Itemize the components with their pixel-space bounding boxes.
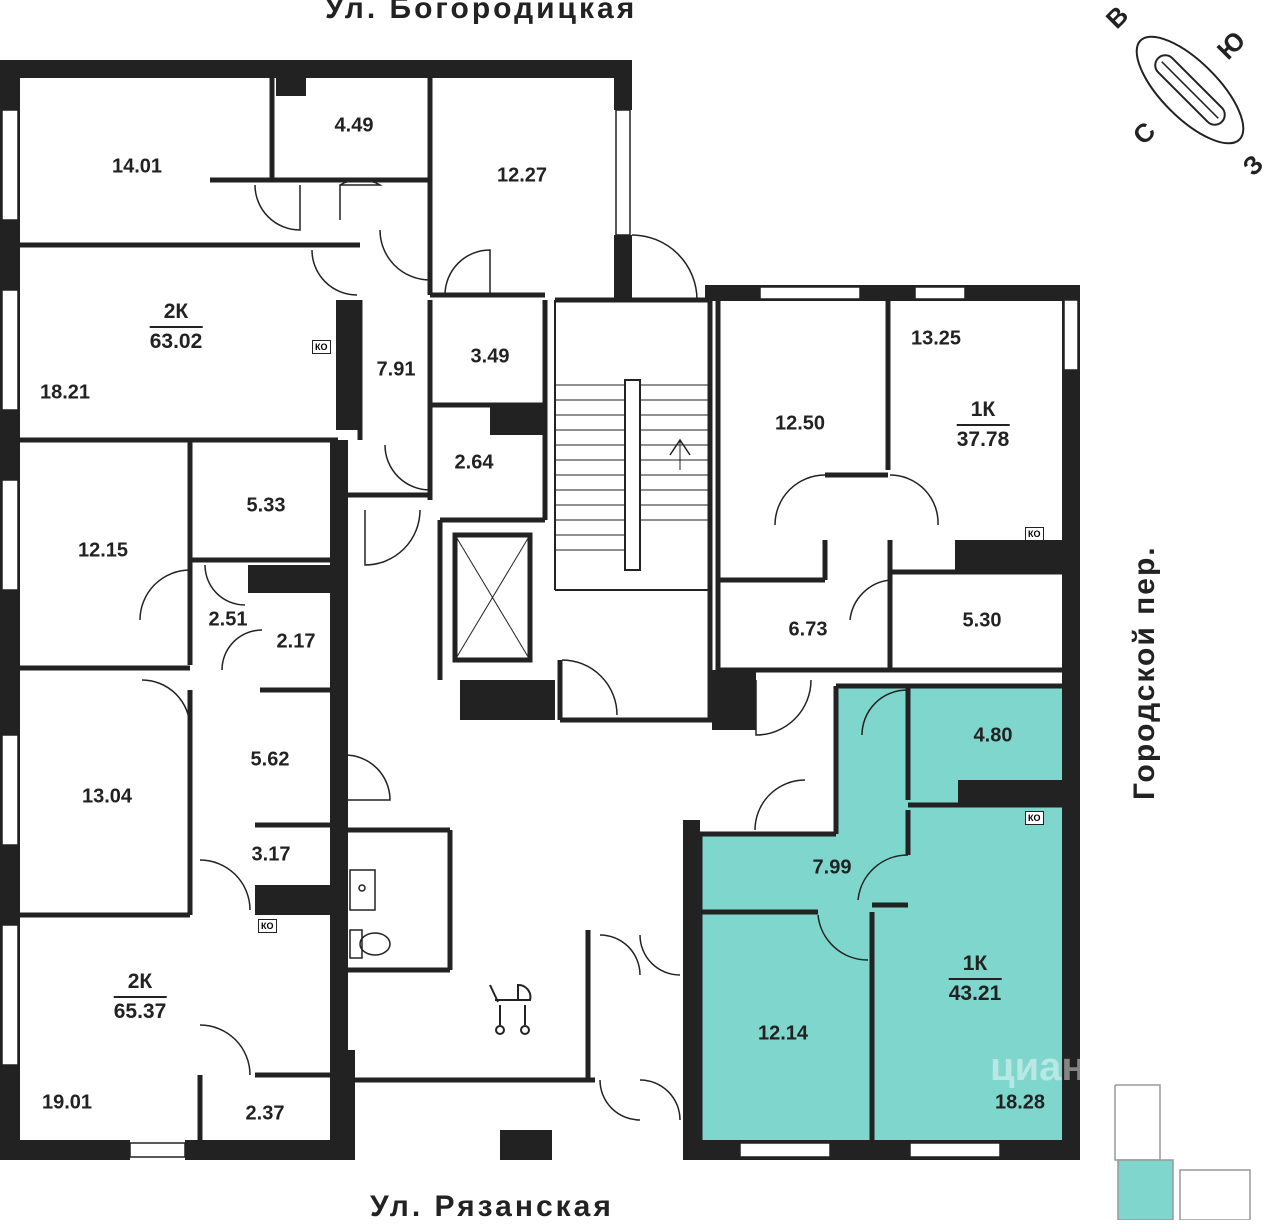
room-area: 12.14	[757, 1022, 809, 1045]
apartment-type: 2К	[113, 970, 167, 998]
stair-steps	[555, 379, 710, 571]
room-area: 2.17	[276, 630, 316, 653]
ko-marker: КО	[312, 340, 331, 354]
room-area: 2.64	[454, 451, 494, 474]
room-area: 5.62	[250, 748, 290, 771]
room-area: 18.21	[39, 381, 91, 404]
door-swings	[139, 178, 939, 1121]
key-map	[1114, 1084, 1251, 1220]
room-area: 5.33	[246, 494, 286, 517]
room-area: 14.01	[111, 155, 163, 178]
room-area: 2.51	[208, 608, 248, 631]
bathroom-fixtures	[349, 869, 391, 959]
windows	[1, 109, 1079, 1158]
room-area: 3.49	[470, 345, 510, 368]
street-bottom-label: Ул. Рязанская	[370, 1190, 614, 1223]
watermark: циан	[990, 1045, 1086, 1089]
room-area: 12.27	[496, 164, 548, 187]
apartment-label[interactable]: 2К 65.37	[113, 970, 167, 1024]
ko-marker: КО	[258, 919, 277, 933]
ko-marker: КО	[1025, 811, 1044, 825]
apartment-total: 43.21	[948, 982, 1002, 1005]
apartment-label[interactable]: 1К 37.78	[956, 398, 1010, 452]
room-area: 13.04	[81, 785, 133, 808]
apartment-type: 1К	[948, 952, 1002, 980]
room-area: 19.01	[41, 1091, 93, 1114]
stroller-icon	[489, 983, 532, 1035]
room-area: 4.80	[973, 724, 1013, 747]
room-area: 7.91	[376, 358, 416, 381]
ko-marker: КО	[1025, 527, 1044, 541]
compass-icon	[1135, 35, 1245, 145]
exterior-walls	[0, 60, 1080, 1160]
room-area: 5.30	[962, 609, 1002, 632]
street-top-label: Ул. Богородицкая	[325, 0, 638, 25]
room-area: 3.17	[251, 843, 291, 866]
apartment-label[interactable]: 1К 43.21	[948, 952, 1002, 1006]
room-area: 4.49	[334, 114, 374, 137]
room-area: 7.99	[812, 856, 852, 879]
apartment-type: 2К	[149, 300, 203, 328]
room-area: 13.25	[910, 327, 962, 350]
apartment-total: 65.37	[113, 1000, 167, 1023]
apartment-type: 1К	[956, 398, 1010, 426]
room-area: 18.28	[994, 1091, 1046, 1114]
apartment-label[interactable]: 2К 63.02	[149, 300, 203, 354]
apartment-total: 63.02	[149, 330, 203, 353]
street-right-label: Городской пер.	[1128, 545, 1161, 800]
room-area: 2.37	[245, 1102, 285, 1125]
room-area: 12.15	[77, 539, 129, 562]
apartment-total: 37.78	[956, 428, 1010, 451]
room-area: 6.73	[788, 618, 828, 641]
room-area: 12.50	[774, 412, 826, 435]
